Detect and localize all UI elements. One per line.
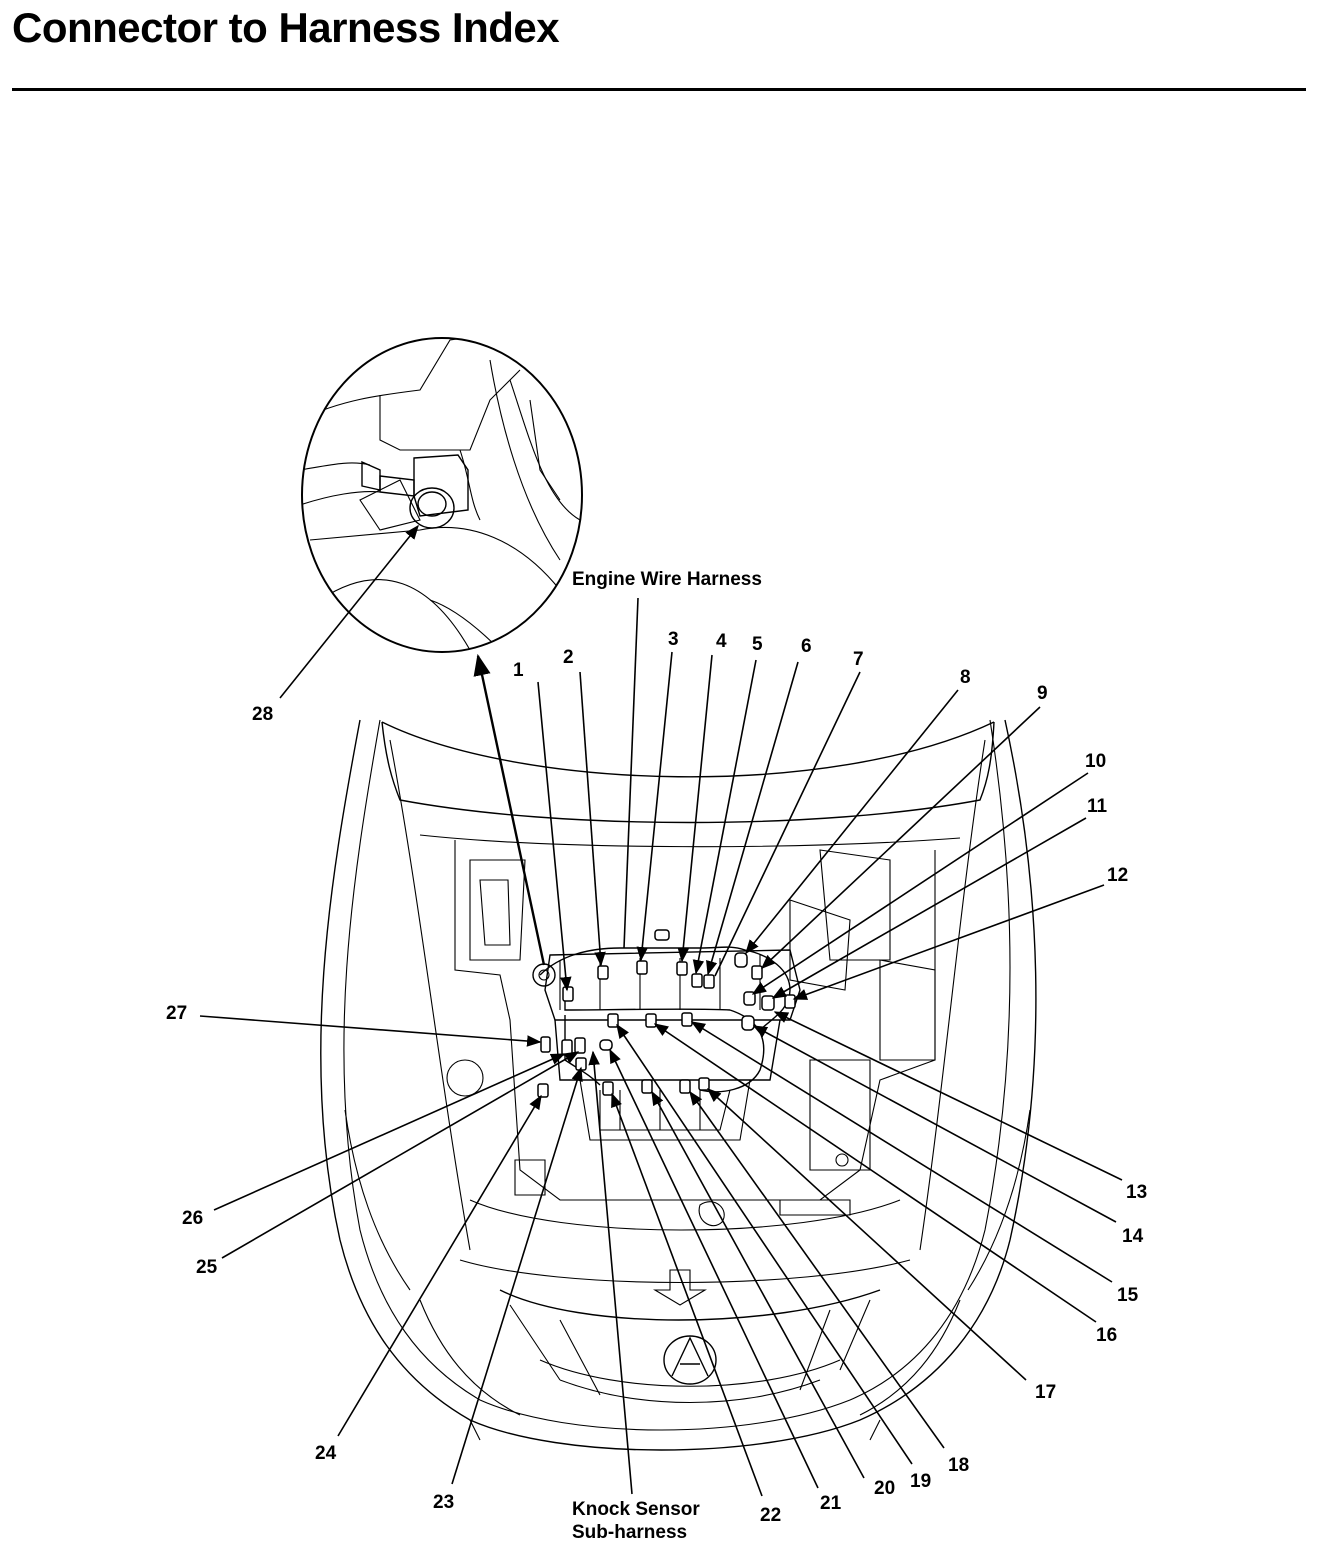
callout-16: 16: [1096, 1325, 1117, 1346]
engine-wire-harness-label: Engine Wire Harness: [572, 569, 762, 590]
callout-7: 7: [853, 649, 864, 670]
callout-2: 2: [563, 647, 574, 668]
vehicle-outline: [320, 719, 1037, 1451]
knock-sensor-label-line1: Knock Sensor: [572, 1499, 700, 1520]
callout-5: 5: [752, 634, 763, 655]
callout-25: 25: [196, 1257, 218, 1278]
callout-18: 18: [948, 1455, 969, 1476]
callout-28: 28: [252, 704, 273, 725]
page-title: Connector to Harness Index: [12, 4, 560, 51]
callout-6: 6: [801, 636, 812, 657]
callout-21: 21: [820, 1493, 842, 1514]
callout-8: 8: [960, 667, 971, 688]
callout-14: 14: [1122, 1226, 1144, 1247]
callout-9: 9: [1037, 683, 1048, 704]
callout-26: 26: [182, 1208, 203, 1229]
callout-15: 15: [1117, 1285, 1139, 1306]
callout-19: 19: [910, 1471, 931, 1492]
callout-leaders: [199, 524, 1123, 1497]
callout-17: 17: [1035, 1382, 1056, 1403]
ground-detail-inset: [301, 337, 583, 653]
callout-23: 23: [433, 1492, 454, 1513]
callout-24: 24: [315, 1443, 337, 1464]
callout-1: 1: [513, 660, 524, 681]
callout-12: 12: [1107, 865, 1128, 886]
callout-20: 20: [874, 1478, 895, 1499]
callout-13: 13: [1126, 1182, 1147, 1203]
knock-sensor-label-line2: Sub-harness: [572, 1522, 687, 1543]
callout-10: 10: [1085, 751, 1106, 772]
callout-27: 27: [166, 1003, 187, 1024]
callout-11: 11: [1087, 796, 1108, 817]
title-divider: [12, 88, 1306, 91]
callout-4: 4: [716, 631, 727, 652]
callout-3: 3: [668, 629, 679, 650]
callout-22: 22: [760, 1505, 781, 1526]
